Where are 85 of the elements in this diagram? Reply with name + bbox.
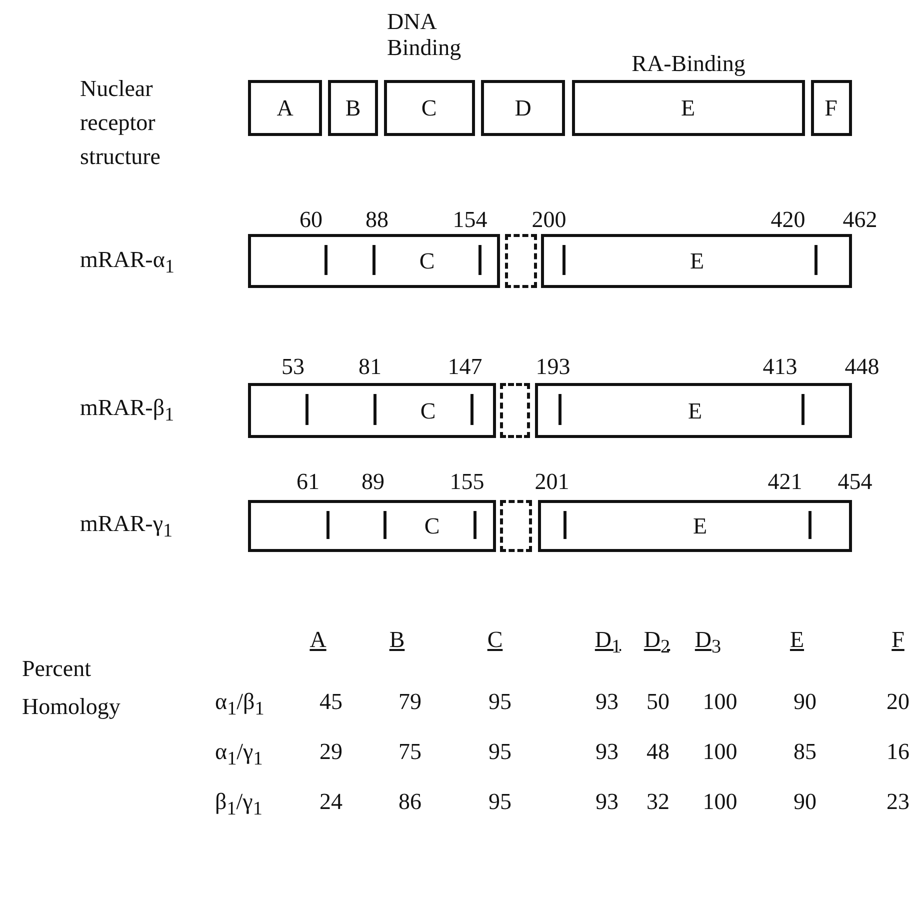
- pair-label: β$_{1}$/γ$_{1}$: [215, 790, 262, 819]
- domain-letter: C: [420, 399, 436, 422]
- residue-number: 193: [536, 355, 570, 378]
- domain-box: [248, 234, 500, 288]
- homology-value: 95: [488, 690, 512, 713]
- residue-number: 421: [768, 470, 802, 493]
- homology-value: 16: [886, 740, 910, 763]
- domain-letter: E: [690, 250, 704, 272]
- residue-number: 89: [362, 470, 384, 493]
- domain-box: [248, 80, 322, 136]
- domain-letter: D: [514, 96, 532, 120]
- column-header: A: [310, 628, 326, 651]
- homology-value: 93: [596, 690, 618, 713]
- domain-letter: A: [276, 96, 294, 120]
- residue-number: 413: [762, 355, 798, 378]
- residue-number: 200: [532, 208, 566, 231]
- domain-box: [541, 234, 852, 288]
- homology-value: 93: [596, 790, 618, 813]
- homology-value: 45: [320, 690, 342, 713]
- column-header: D$_{1}$: [594, 628, 622, 657]
- homology-value: 48: [646, 740, 670, 763]
- domain-box: [328, 80, 378, 136]
- residue-number: 454: [838, 470, 872, 493]
- homology-value: 86: [398, 790, 422, 813]
- receptor-name: mRAR-γ$_{1}$: [80, 512, 173, 541]
- domain-box: [481, 80, 565, 136]
- column-header: E: [790, 628, 804, 651]
- homology-value: 23: [886, 790, 910, 813]
- column-header: B: [389, 628, 405, 651]
- dashed-segment: [505, 234, 537, 288]
- column-header: C: [487, 628, 503, 651]
- domain-letter: B: [345, 96, 361, 120]
- column-header: D$_{3}$: [694, 628, 722, 657]
- domain-letter: E: [688, 399, 702, 422]
- domain-letter: C: [419, 250, 435, 272]
- domain-letter: E: [692, 514, 708, 538]
- domain-function-label: RA-Binding: [630, 51, 746, 77]
- domain-box: [248, 500, 496, 552]
- homology-value: 100: [702, 790, 738, 813]
- pair-label: α$_{1}$/γ$_{1}$: [215, 740, 263, 769]
- column-header: D$_{2}$: [644, 628, 670, 657]
- homology-value: 95: [488, 790, 512, 813]
- residue-number: 81: [358, 355, 382, 378]
- residue-number: 53: [282, 355, 304, 378]
- residue-number: 201: [534, 470, 570, 493]
- homology-value: 24: [320, 790, 342, 813]
- residue-number: 60: [300, 208, 322, 231]
- residue-number: 448: [844, 355, 880, 378]
- dashed-segment: [500, 500, 532, 552]
- homology-value: 100: [702, 740, 738, 763]
- domain-box: [248, 383, 496, 438]
- homology-value: 90: [794, 690, 816, 713]
- homology-value: 29: [320, 740, 342, 763]
- homology-value: 75: [398, 740, 422, 763]
- structure-label: Nuclear receptor structure: [80, 75, 162, 171]
- homology-value: 20: [886, 690, 910, 713]
- pair-label: α$_{1}$/β$_{1}$: [215, 690, 264, 719]
- residue-number: 462: [842, 208, 878, 231]
- homology-value: 100: [702, 690, 738, 713]
- homology-value: 93: [596, 740, 618, 763]
- domain-letter: C: [421, 96, 437, 120]
- homology-value: 50: [646, 690, 670, 713]
- domain-function-label: DNA Binding: [387, 9, 462, 61]
- receptor-name: mRAR-α$_{1}$: [80, 248, 174, 277]
- homology-value: 90: [794, 790, 816, 813]
- residue-number: 155: [450, 470, 484, 493]
- row-group-label: Percent Homology: [22, 655, 122, 721]
- residue-number: 420: [770, 208, 806, 231]
- domain-letter: F: [824, 96, 838, 120]
- column-header: F: [892, 628, 904, 651]
- domain-box: [538, 500, 852, 552]
- homology-value: 95: [488, 740, 512, 763]
- dashed-segment: [500, 383, 530, 438]
- homology-value: 32: [646, 790, 670, 813]
- domain-box: [535, 383, 852, 438]
- domain-letter: C: [424, 514, 440, 538]
- domain-box: [811, 80, 852, 136]
- receptor-name: mRAR-β$_{1}$: [80, 396, 174, 425]
- residue-number: 61: [296, 470, 320, 493]
- residue-number: 88: [366, 208, 388, 231]
- homology-value: 79: [398, 690, 422, 713]
- residue-number: 147: [448, 355, 482, 378]
- homology-value: 85: [794, 740, 816, 763]
- domain-letter: E: [680, 96, 696, 120]
- residue-number: 154: [452, 208, 488, 231]
